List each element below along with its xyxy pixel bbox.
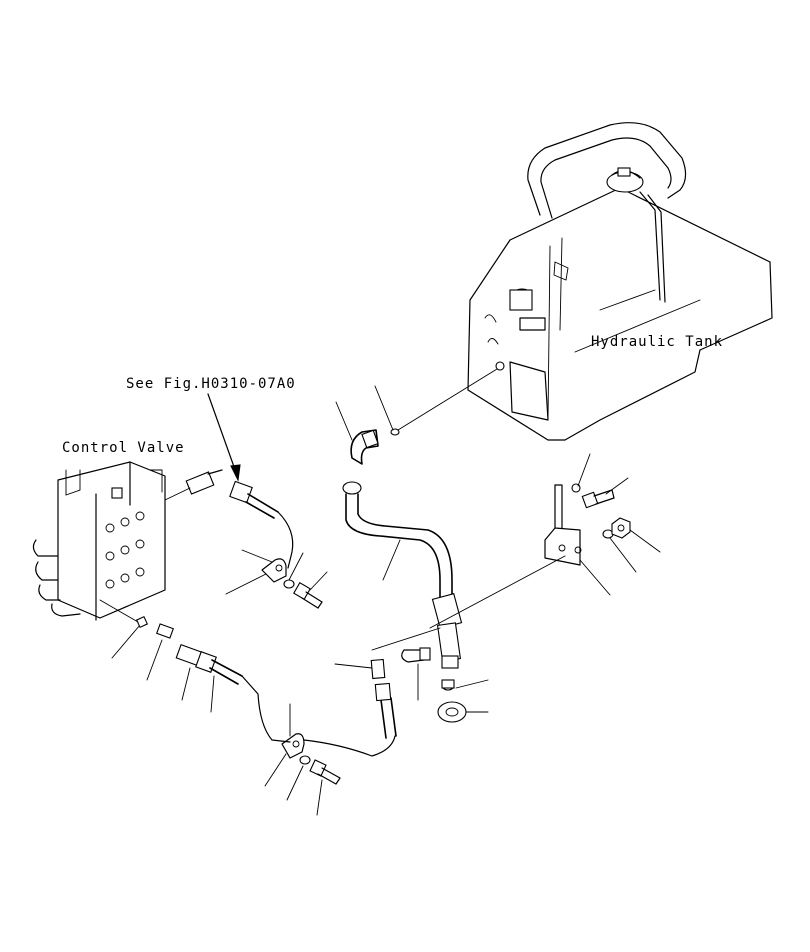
hydraulic-tank (467, 122, 773, 441)
bracket-bolt (581, 489, 615, 509)
leader-bracket-washer (609, 537, 637, 573)
control-valve-label: Control Valve (62, 440, 185, 456)
leader-bracket-nut (629, 529, 661, 553)
leader-upper-clamp-top (241, 549, 273, 563)
plug-cap (441, 679, 455, 691)
upper-washer (283, 579, 295, 589)
leader-upper-bolt (309, 571, 328, 591)
leader-tee-fitting (334, 663, 373, 669)
leader-elbow (335, 401, 353, 441)
leader-lower-fitting-2 (210, 675, 215, 713)
leader-o-ring (374, 385, 394, 431)
elbow-fitting (350, 429, 379, 465)
leader-upper-washer (288, 552, 304, 581)
leader-tank-port (397, 368, 498, 431)
see-fig-label: See Fig.H0310-07A0 (126, 376, 296, 392)
leader-bracket-bolt (605, 477, 629, 495)
small-elbow (401, 647, 431, 663)
control-valve (32, 461, 166, 621)
see-fig-arrow (207, 393, 239, 479)
leader-lower-fitting-1 (181, 667, 191, 701)
lower-hose-assembly (175, 643, 291, 743)
leader-upper-clamp (225, 573, 267, 595)
leader-valve-plug (111, 624, 141, 659)
lower-hose-end (370, 658, 397, 739)
leader-adapter (146, 639, 163, 681)
lower-hose-line (303, 735, 396, 757)
leader-lower-clamp (264, 753, 287, 787)
leader-bracket (579, 559, 611, 596)
upper-clamp (261, 558, 287, 583)
leader-lower-bolt (316, 779, 323, 816)
nut-large (437, 701, 467, 723)
hydraulic-tank-label: Hydraulic Tank (591, 334, 723, 350)
bracket-nut (611, 517, 631, 539)
lower-washer (299, 755, 311, 765)
mounting-bracket (544, 484, 582, 566)
upper-bolt (293, 582, 323, 609)
upper-hose-assembly (164, 469, 294, 569)
plug (135, 615, 149, 629)
leader-lower-washer (286, 765, 304, 801)
leader-plug-cap (455, 679, 489, 689)
leader-bracket-washer-top (577, 453, 591, 487)
see-fig-arrowhead (230, 464, 241, 482)
lower-clamp (281, 733, 305, 759)
leader-curved-tube (382, 539, 401, 581)
curved-tube (342, 481, 463, 669)
bracket-washer-top (571, 483, 581, 493)
o-ring (390, 428, 400, 436)
adapter-fitting (156, 623, 174, 639)
lower-bolt (309, 759, 341, 785)
